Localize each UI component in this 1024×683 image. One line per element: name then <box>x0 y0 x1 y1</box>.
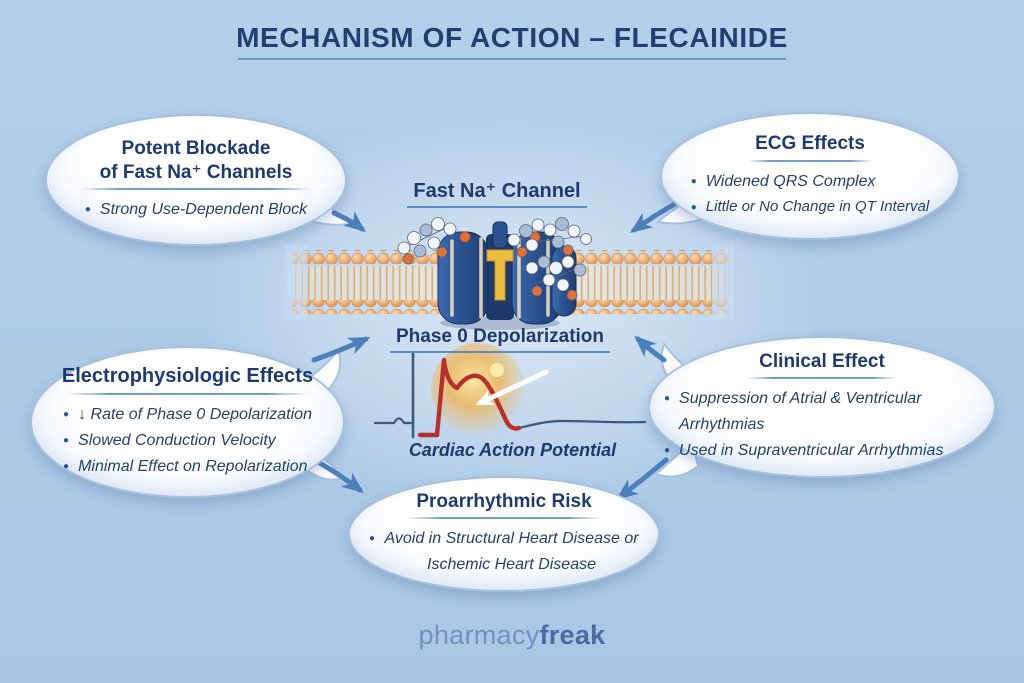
bullet-icon: ● <box>664 445 671 457</box>
graph-baseline-right <box>517 419 647 430</box>
list-item: ● Widened QRS Complex <box>691 169 930 195</box>
bullet-icon: ● <box>690 201 697 213</box>
bullet-icon: ● <box>369 533 376 545</box>
brand-logo: pharmacyfreak <box>0 620 1024 651</box>
list-item: ● ↓ Rate of Phase 0 Depolarization <box>63 402 312 428</box>
arrow-clinical-to-risk <box>616 457 669 501</box>
heading-underline <box>748 159 872 162</box>
heading-underline <box>406 517 602 520</box>
title-underline <box>238 58 786 60</box>
brand-text-bold: freak <box>539 620 606 650</box>
list-item: ● Used in Supraventricular Arrhythmias <box>664 438 980 464</box>
graph-baseline-left <box>373 417 415 425</box>
brand-text-regular: pharmacy <box>418 620 540 650</box>
phase0-label: Phase 0 Depolarization <box>390 326 610 353</box>
bullet-list: ● Strong Use-Dependent Block <box>85 197 307 223</box>
arrow-clinical-to-graph <box>634 335 667 363</box>
bubble-potent-blockade: Potent Blockade of Fast Na⁺ Channels ● S… <box>45 114 347 246</box>
bullet-icon: ● <box>690 175 697 187</box>
bubble-title: ECG Effects <box>755 133 865 155</box>
bubble-title: Clinical Effect <box>759 351 885 373</box>
bullet-list: ● Avoid in Structural Heart Disease or I… <box>369 526 639 578</box>
bubble-ecg-effects: ECG Effects ● Widened QRS Complex ● Litt… <box>660 112 960 240</box>
list-item: ● Minimal Effect on Repolarization <box>63 454 312 480</box>
bubble-electrophysiologic-effects: Electrophysiologic Effects ● ↓ Rate of P… <box>30 346 345 498</box>
list-item: ● Slowed Conduction Velocity <box>63 428 312 454</box>
bullet-icon: ● <box>664 393 671 405</box>
bullet-icon: ● <box>84 203 91 215</box>
bullet-list: ● ↓ Rate of Phase 0 Depolarization ● Slo… <box>63 402 312 480</box>
list-item: ● Avoid in Structural Heart Disease or I… <box>369 526 639 578</box>
heading-underline <box>79 187 313 190</box>
heading-underline <box>746 377 898 380</box>
action-potential-graph <box>373 343 647 439</box>
bullet-icon: ● <box>63 434 70 446</box>
bullet-icon: ● <box>63 408 70 420</box>
bubble-title: Electrophysiologic Effects <box>61 365 314 388</box>
bubble-proarrhythmic-risk: Proarrhythmic Risk ● Avoid in Structural… <box>348 476 660 592</box>
channel-label: Fast Na⁺ Channel <box>387 178 607 208</box>
bubble-title: Proarrhythmic Risk <box>416 491 592 512</box>
bubble-title: Potent Blockade of Fast Na⁺ Channels <box>99 138 293 183</box>
bullet-icon: ● <box>63 460 70 472</box>
ap-caption: Cardiac Action Potential <box>408 440 617 460</box>
list-item: ● Suppression of Atrial & Ventricular Ar… <box>664 386 980 438</box>
bullet-list: ● Widened QRS Complex ● Little or No Cha… <box>691 169 930 220</box>
bubble-clinical-effect: Clinical Effect ● Suppression of Atrial … <box>648 336 996 478</box>
heading-underline <box>65 392 310 395</box>
page-title: MECHANISM OF ACTION – FLECAINIDE <box>236 22 788 53</box>
list-item: ● Strong Use-Dependent Block <box>85 197 307 223</box>
list-item: ● Little or No Change in QT Interval <box>691 195 930 220</box>
bullet-list: ● Suppression of Atrial & Ventricular Ar… <box>664 386 980 464</box>
